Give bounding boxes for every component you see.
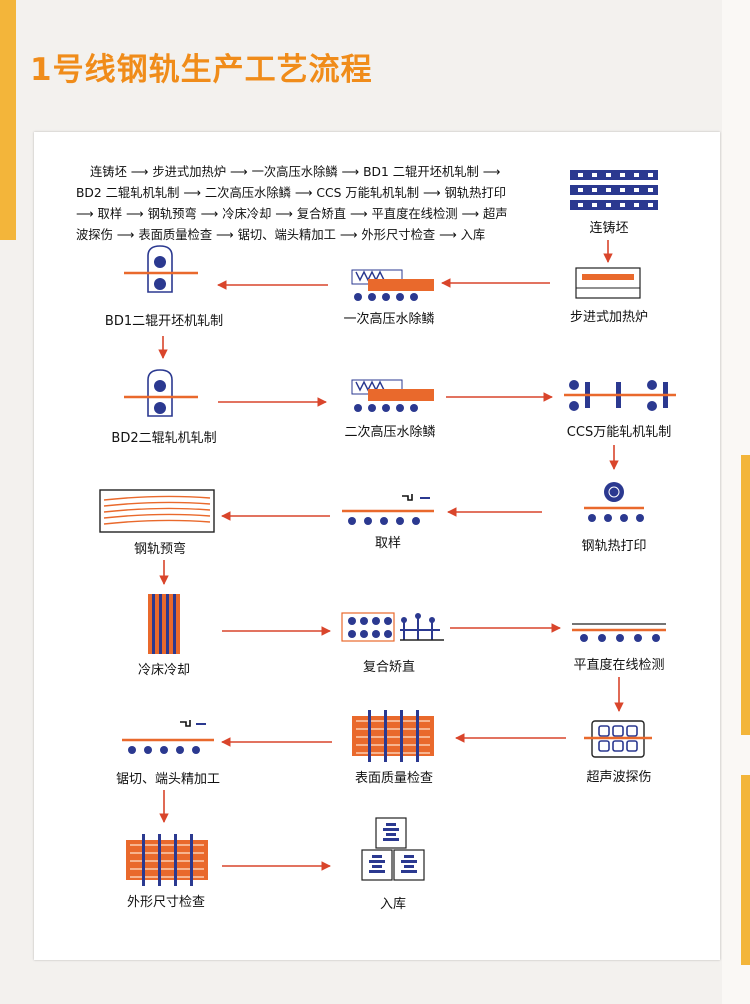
summary-line: 连铸坯 ⟶ 步进式加热炉 ⟶ 一次高压水除鳞 ⟶ BD1 二辊开坯机轧制 ⟶ [90,165,501,179]
accent-stripe-right-bottom [741,775,750,965]
step-label-casting-billet: 连铸坯 [589,221,629,236]
step-label-sampling: 取样 [374,536,402,551]
surface-inspection-icon [352,710,434,762]
bd1-mill-icon [124,245,198,293]
step-label-straightening: 复合矫直 [362,660,416,675]
step-label-hot-marking: 钢轨热打印 [581,539,647,554]
casting-billet-icon [570,170,658,210]
cooling-bed-icon [148,594,180,654]
summary-line: BD2 二辊轧机轧制 ⟶ 二次高压水除鳞 ⟶ CCS 万能轧机轧制 ⟶ 钢轨热打… [76,186,506,200]
process-summary: 连铸坯 ⟶ 步进式加热炉 ⟶ 一次高压水除鳞 ⟶ BD1 二辊开坯机轧制 ⟶ B… [76,162,526,246]
ultrasonic-testing-icon [584,720,652,758]
accent-stripe-top [0,0,16,240]
hot-marking-icon [584,482,644,522]
step-label-first-descaling: 一次高压水除鳞 [343,312,435,327]
bd2-mill-icon [124,369,198,417]
step-label-second-descaling: 二次高压水除鳞 [344,425,436,440]
pre-bending-icon [99,489,215,533]
dimension-inspection-icon [126,834,208,886]
step-label-sawing-end-finishing: 锯切、端头精加工 [115,772,221,787]
heating-furnace-icon [575,267,641,299]
step-label-pre-bending: 钢轨预弯 [133,542,187,557]
summary-line: ⟶ 取样 ⟶ 钢轨预弯 ⟶ 冷床冷却 ⟶ 复合矫直 ⟶ 平直度在线检测 ⟶ 超声 [76,207,508,221]
step-label-bd1-rolling: BD1二辊开坯机轧制 [104,314,224,329]
flatness-inspection-icon [572,623,666,642]
page-title: 1号线钢轨生产工艺流程 [30,52,373,88]
summary-line: 波探伤 ⟶ 表面质量检查 ⟶ 锯切、端头精加工 ⟶ 外形尺寸检查 ⟶ 入库 [76,228,486,242]
step-label-cooling-bed: 冷床冷却 [137,663,191,678]
sawing-icon [122,720,214,754]
step-label-ultrasonic-testing: 超声波探伤 [586,770,652,785]
step-label-warehousing: 入库 [379,897,407,912]
step-label-surface-inspection: 表面质量检查 [354,771,434,786]
straightening-icon [341,612,444,642]
step-label-heating-furnace: 步进式加热炉 [569,310,649,325]
warehouse-boxes-icon [361,817,425,881]
descaling-1-icon [351,269,434,301]
ccs-universal-mill-icon [564,380,676,411]
descaling-2-icon [351,379,434,412]
step-label-flatness-inspection: 平直度在线检测 [573,658,665,673]
step-label-bd2-rolling: BD2二辊轧机轧制 [111,431,217,446]
accent-stripe-right-middle [741,455,750,735]
step-label-dimension-inspection: 外形尺寸检查 [126,895,206,910]
sampling-icon [342,494,434,525]
step-label-ccs-rolling: CCS万能轧机轧制 [566,425,672,440]
